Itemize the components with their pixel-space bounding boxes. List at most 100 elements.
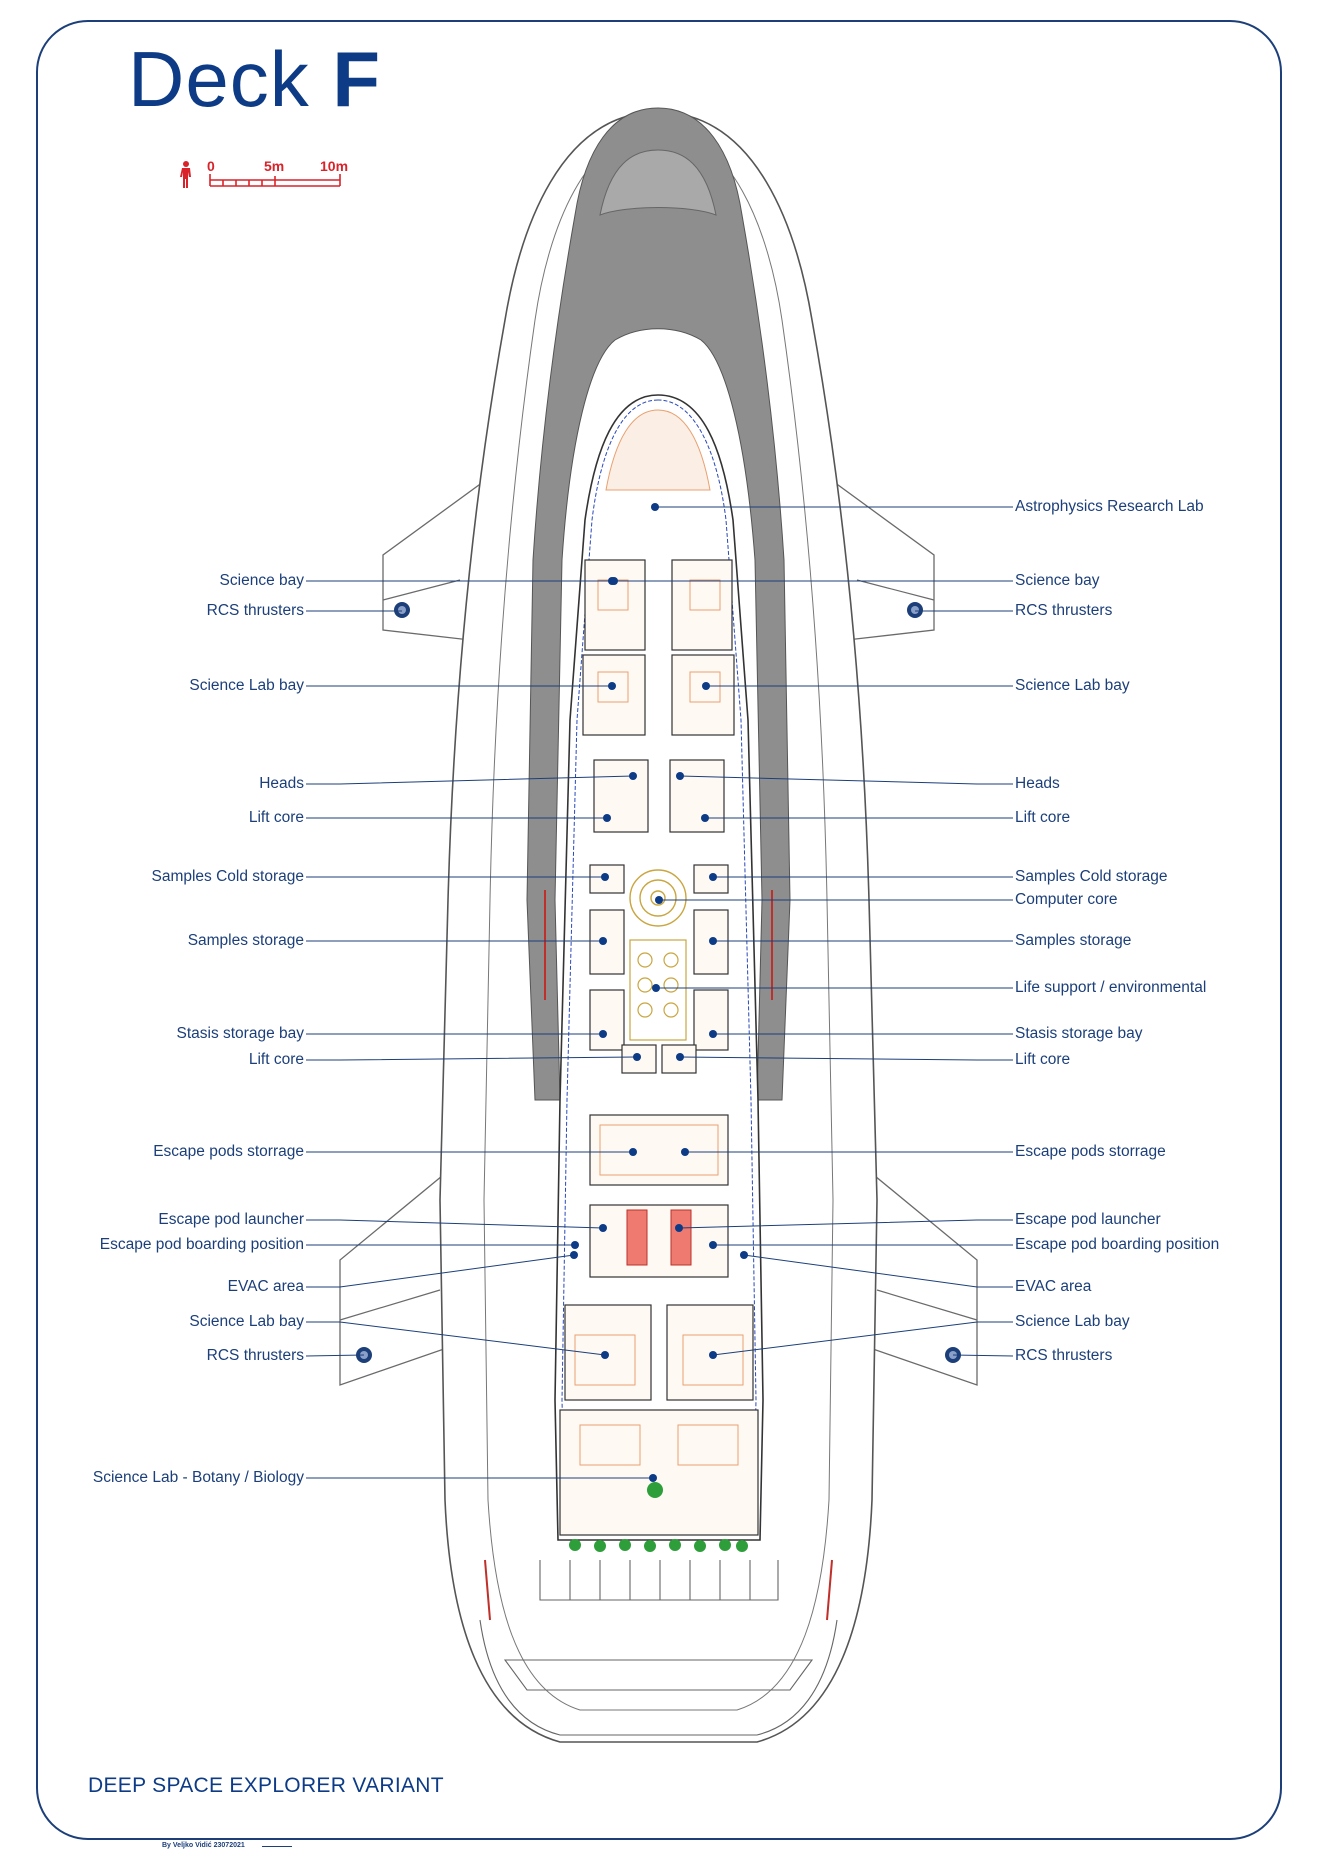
leader-left-13 (306, 1321, 606, 1356)
callout-right-5: Lift core (1015, 809, 1071, 826)
marker-right-6 (709, 873, 717, 881)
callout-left-7: Stasis storage bay (176, 1025, 304, 1042)
callout-left-0: Science bay (219, 572, 304, 589)
marker-right-13 (675, 1224, 683, 1232)
marker-right-10 (709, 1030, 717, 1038)
wing-details (339, 579, 978, 1321)
room-blocks (559, 559, 759, 1536)
marker-right-11 (676, 1053, 684, 1061)
callout-right-12: Escape pods storrage (1015, 1143, 1166, 1160)
person-icon (180, 161, 191, 188)
author-credit: By Veljko Vidić 23072021 (162, 1842, 245, 1849)
callout-left-2: Science Lab bay (189, 677, 304, 694)
callout-right-3: Science Lab bay (1015, 677, 1130, 694)
marker-left-12 (570, 1251, 578, 1259)
scale-mark-5m: 5m (264, 158, 285, 174)
scale-ruler (209, 174, 341, 187)
marker-right-15 (740, 1251, 748, 1259)
callout-left-14: RCS thrusters (206, 1347, 304, 1364)
leader-left-8 (306, 1056, 638, 1061)
marker-right-14 (709, 1241, 717, 1249)
callout-right-1: Science bay (1015, 572, 1100, 589)
leader-right-13 (678, 1219, 1013, 1229)
side-red-details (484, 890, 833, 1621)
credit-rule (262, 1846, 292, 1847)
leader-left-3 (306, 775, 634, 785)
leader-lines (305, 506, 1014, 1479)
marker-right-9 (652, 984, 660, 992)
leader-right-17 (952, 1354, 1014, 1357)
deck-blue-outline (561, 399, 757, 1531)
marker-right-0 (651, 503, 659, 511)
bow-dome (605, 409, 711, 491)
variant-subtitle: DEEP SPACE EXPLORER VARIANT (88, 1774, 444, 1797)
callout-left-1: RCS thrusters (206, 602, 304, 619)
callout-left-8: Lift core (248, 1051, 304, 1068)
botany-plants (569, 1482, 748, 1552)
leader-right-16 (712, 1321, 1013, 1356)
callout-right-4: Heads (1015, 775, 1060, 792)
scale-mark-0: 0 (207, 158, 215, 174)
marker-left-10 (599, 1224, 607, 1232)
callout-right-2: RCS thrusters (1015, 602, 1113, 619)
marker-right-1 (610, 577, 618, 585)
callout-right-14: Escape pod boarding position (1015, 1236, 1220, 1253)
hull-grey-band (526, 107, 791, 1101)
escape-pod-launchers (626, 1209, 692, 1266)
bow-cap (599, 149, 717, 216)
scale-mark-10m: 10m (320, 158, 349, 174)
marker-left-11 (571, 1241, 579, 1249)
marker-left-3 (629, 772, 637, 780)
marker-left-2 (608, 682, 616, 690)
marker-left-9 (629, 1148, 637, 1156)
scale-bar-graphic (180, 161, 341, 188)
callout-right-13: Escape pod launcher (1015, 1211, 1161, 1228)
callout-left-12: EVAC area (227, 1278, 304, 1295)
callout-right-10: Stasis storage bay (1015, 1025, 1143, 1042)
marker-left-13 (601, 1351, 609, 1359)
room-furniture (574, 579, 744, 1466)
aft-structure (479, 1560, 838, 1736)
callout-right-15: EVAC area (1015, 1278, 1092, 1295)
deck-title-prefix: Deck (128, 35, 310, 123)
marker-right-16 (709, 1351, 717, 1359)
marker-left-15 (649, 1474, 657, 1482)
scale-bar: 0 5m 10m (172, 158, 362, 192)
computer-core (629, 869, 687, 927)
marker-right-5 (701, 814, 709, 822)
callout-left-3: Heads (259, 775, 304, 792)
marker-left-8 (633, 1053, 641, 1061)
callout-right-7: Computer core (1015, 891, 1118, 908)
marker-right-3 (702, 682, 710, 690)
deck-title-letter: F (332, 35, 382, 123)
marker-right-8 (709, 937, 717, 945)
deck-title: Deck F (128, 40, 381, 118)
callout-right-8: Samples storage (1015, 932, 1132, 949)
callout-left-5: Samples Cold storage (151, 868, 305, 885)
leader-right-11 (679, 1056, 1013, 1061)
marker-right-7 (655, 896, 663, 904)
callout-right-11: Lift core (1015, 1051, 1071, 1068)
marker-right-4 (676, 772, 684, 780)
leader-left-12 (306, 1254, 575, 1288)
callout-right-16: Science Lab bay (1015, 1313, 1130, 1330)
callout-right-9: Life support / environmental (1015, 979, 1207, 996)
marker-left-7 (599, 1030, 607, 1038)
page-frame (36, 20, 1282, 1840)
hull-inner-line (483, 129, 834, 1711)
marker-left-6 (599, 937, 607, 945)
callout-left-4: Lift core (248, 809, 304, 826)
callout-left-11: Escape pod boarding position (99, 1236, 304, 1253)
leader-right-15 (743, 1254, 1013, 1288)
callout-right-0: Astrophysics Research Lab (1015, 498, 1204, 515)
callout-left-15: Science Lab - Botany / Biology (92, 1469, 304, 1486)
leader-left-10 (306, 1219, 604, 1229)
location-markers (570, 503, 748, 1482)
life-support-unit (629, 939, 687, 1041)
marker-left-4 (603, 814, 611, 822)
leader-left-14 (305, 1354, 365, 1357)
callout-right-6: Samples Cold storage (1015, 868, 1168, 885)
marker-left-5 (601, 873, 609, 881)
marker-right-12 (681, 1148, 689, 1156)
callout-left-6: Samples storage (187, 932, 304, 949)
